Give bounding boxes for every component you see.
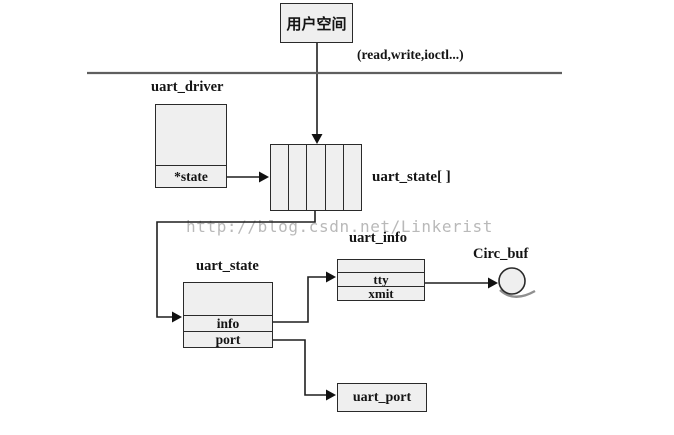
info-to-uart-info-line: [273, 276, 326, 323]
circ-buf-tail-icon: [499, 289, 536, 298]
arrowhead-down-icon: [311, 134, 323, 144]
uart-driver-state-field: *state: [156, 165, 226, 187]
uart-state-empty-area: [184, 283, 272, 315]
arrowheads: [172, 134, 498, 401]
port-to-uart-port-line: [273, 339, 326, 396]
user-space-label: 用户空间: [286, 16, 347, 33]
arrowhead-right-icon: [488, 277, 498, 289]
arrowhead-right-icon: [172, 311, 182, 323]
user-space-box: 用户空间: [280, 3, 353, 43]
arrowhead-right-icon: [259, 171, 269, 183]
circ-buf-title: Circ_buf: [473, 246, 529, 262]
array-cell: [342, 145, 361, 210]
array-cell: [288, 145, 306, 210]
uart-info-title: uart_info: [349, 230, 407, 246]
array-cell: [271, 145, 288, 210]
array-to-uart-state-line: [156, 211, 316, 318]
uart-state-array-label: uart_state[ ]: [372, 169, 451, 185]
uart-state-title: uart_state: [196, 258, 259, 274]
uart-port-box: uart_port: [337, 383, 427, 412]
uart-state-array-box: [270, 144, 362, 211]
uart-driver-box: *state: [155, 104, 227, 188]
uart-state-port-field: port: [184, 331, 272, 347]
arrowhead-right-icon: [326, 389, 336, 401]
uart-info-xmit-field: xmit: [338, 286, 424, 301]
array-cell: [306, 145, 324, 210]
uart-port-label: uart_port: [352, 389, 412, 405]
circ-buf-icon: [498, 267, 526, 295]
uart-state-box: info port: [183, 282, 273, 348]
arrowhead-right-icon: [326, 271, 336, 283]
uart-info-box: tty xmit: [337, 259, 425, 301]
uart-state-info-field: info: [184, 315, 272, 331]
syscall-note: (read,write,ioctl...): [357, 47, 464, 62]
uart-info-tty-field: tty: [338, 272, 424, 287]
uart-info-empty-area: [338, 260, 424, 272]
array-cell: [324, 145, 343, 210]
uart-driver-title: uart_driver: [151, 79, 224, 95]
